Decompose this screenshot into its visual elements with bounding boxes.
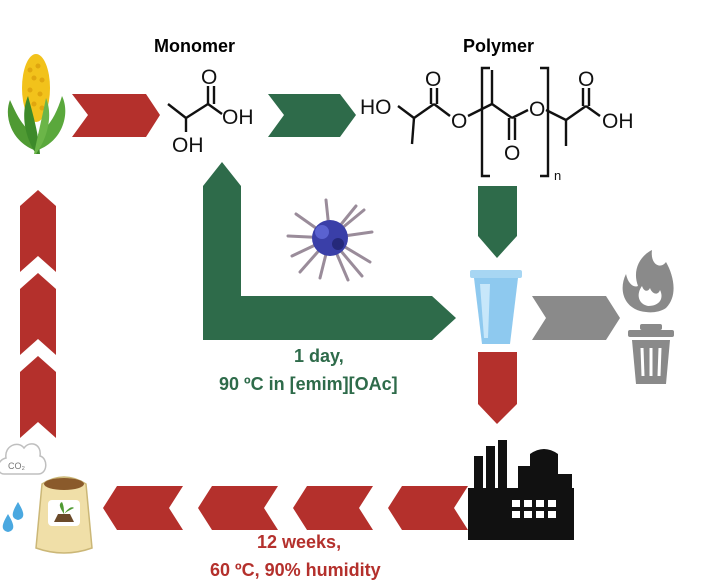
- monomer-oh-bottom-label: OH: [172, 134, 204, 157]
- co2-cloud-icon: [0, 443, 47, 475]
- green-condition-line2: 90 ºC in [emim][OAc]: [219, 374, 398, 394]
- red-condition-line1: 12 weeks,: [257, 532, 342, 552]
- green-return-arrow: [203, 162, 456, 340]
- polymer-title: Polymer: [463, 36, 535, 56]
- cup-icon: [470, 270, 522, 344]
- red-chevrons-bottom: [103, 486, 468, 530]
- red-chevron-cup-to-factory: [478, 352, 517, 424]
- green-condition-line1: 1 day,: [294, 346, 344, 366]
- monomer-title: Monomer: [154, 36, 235, 56]
- factory-icon: [468, 440, 574, 540]
- polymer-o-ester-2: O: [529, 98, 545, 121]
- compost-bag-icon: [35, 476, 93, 554]
- red-condition-line2: 60 ºC, 90% humidity: [210, 560, 381, 580]
- gray-chevron-cup-to-waste: [532, 296, 620, 340]
- polymer-structure: [397, 66, 601, 178]
- polymer-oh-label: OH: [602, 110, 634, 133]
- green-chevron-polymer-to-cup: [478, 186, 517, 258]
- water-drops-icon: [2, 502, 24, 532]
- trash-can-icon: [628, 324, 674, 384]
- polymer-o-carbonyl-1: O: [425, 68, 441, 91]
- monomer-structure: [167, 86, 223, 132]
- polymer-o-carbonyl-3: O: [578, 68, 594, 91]
- green-chevron-monomer-to-polymer: [268, 94, 356, 137]
- co2-label: CO₂: [8, 461, 26, 471]
- red-chevron-corn-to-monomer: [72, 94, 160, 137]
- corn-icon: [7, 54, 66, 154]
- ionic-liquid-cluster-icon: [286, 198, 374, 282]
- polymer-o-ester-1: O: [451, 110, 467, 133]
- polymer-ho-label: HO: [360, 96, 392, 119]
- monomer-o-label: O: [201, 66, 217, 89]
- polymer-n-label: n: [554, 168, 561, 183]
- polymer-o-carbonyl-2: O: [504, 142, 520, 165]
- fire-icon: [622, 250, 674, 313]
- red-chevrons-left: [20, 190, 56, 438]
- monomer-oh-right-label: OH: [222, 106, 254, 129]
